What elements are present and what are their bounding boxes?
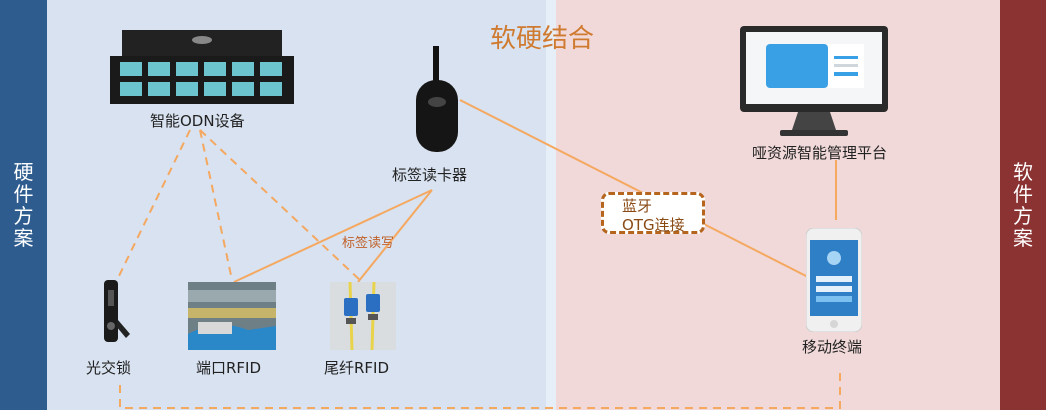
diagram-title: 软硬结合 <box>490 24 595 54</box>
optical-lock-icon <box>104 280 130 342</box>
tag-reader-icon <box>416 46 458 152</box>
hardware-sidebar: 硬件方案 <box>0 0 47 410</box>
odn-to-pigtail-line <box>199 129 363 283</box>
otg-label: OTG连接 <box>622 216 685 234</box>
port-rfid-image <box>188 282 276 350</box>
odn-to-lock-line <box>117 129 191 279</box>
odn-device-icon <box>110 30 294 104</box>
software-sidebar: 软件方案 <box>1000 0 1046 410</box>
reader-to-mobile-line <box>459 99 811 279</box>
bluetooth-otg-box <box>601 192 705 234</box>
pigtail-rfid-image <box>330 282 396 350</box>
pigtail-rfid-label: 尾纤RFID <box>324 359 390 377</box>
center-divider <box>546 0 556 410</box>
reader-to-pigtail-line <box>357 189 433 283</box>
odn-to-port-line <box>199 129 233 281</box>
mobile-phone-icon <box>806 228 862 332</box>
software-sidebar-label: 软件方案 <box>1013 160 1033 250</box>
odn-label: 智能ODN设备 <box>150 112 245 130</box>
tag-reader-label: 标签读卡器 <box>392 166 468 184</box>
platform-label: 哑资源智能管理平台 <box>752 144 888 162</box>
bluetooth-label: 蓝牙 <box>622 197 653 215</box>
bottom-dashed-line <box>119 370 841 409</box>
optical-lock-label: 光交锁 <box>86 359 132 377</box>
tag-rw-label: 标签读写 <box>342 236 395 251</box>
reader-to-port-line <box>233 189 433 283</box>
hardware-sidebar-label: 硬件方案 <box>13 160 34 250</box>
mobile-label: 移动终端 <box>802 338 863 356</box>
port-rfid-label: 端口RFID <box>196 359 262 377</box>
monitor-icon <box>740 26 888 136</box>
